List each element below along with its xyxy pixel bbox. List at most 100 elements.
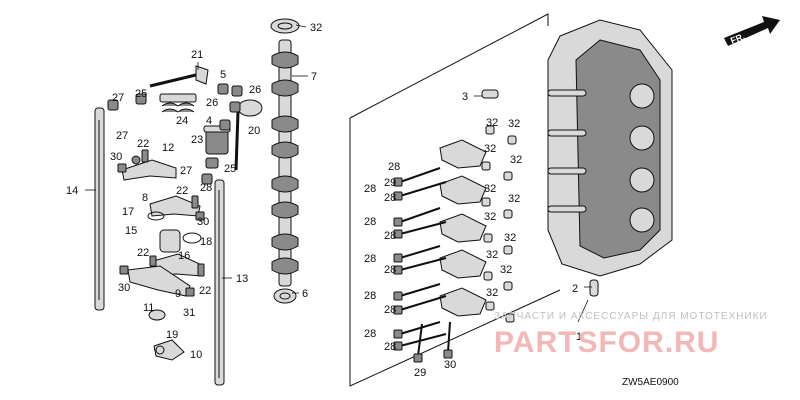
callout-28-b: 28 <box>384 192 396 204</box>
callout-28-c: 28 <box>364 216 376 228</box>
collar-15 <box>159 229 181 253</box>
callout-10: 10 <box>190 349 202 361</box>
dowel-pin-2 <box>589 279 599 297</box>
callout-22-c: 22 <box>137 247 149 259</box>
callout-29-b: 30 <box>444 359 456 371</box>
assembly-outline <box>349 13 561 387</box>
small-bolts <box>117 149 205 297</box>
pushrod-13 <box>214 179 225 386</box>
callout-9: 9 <box>175 288 181 300</box>
callout-14: 14 <box>66 185 78 197</box>
retainers <box>107 83 243 185</box>
callout-3: 3 <box>462 91 468 103</box>
washer-17 <box>147 211 165 221</box>
callout-22-b: 22 <box>176 185 188 197</box>
callout-22-d: 22 <box>199 285 211 297</box>
callout-27-b: 27 <box>116 130 128 142</box>
washer-19 <box>148 309 166 321</box>
watermark-tagline: ЗАПЧАСТИ И АКСЕССУАРЫ ДЛЯ МОТОТЕХНИКИ <box>494 311 768 322</box>
callout-32-b: 32 <box>508 118 520 130</box>
callout-labels: 1 2 3 4 5 6 7 8 9 10 11 12 13 14 15 16 1… <box>66 22 582 379</box>
washer-18 <box>182 232 202 244</box>
callout-32-a: 32 <box>486 117 498 129</box>
callout-32-d: 32 <box>510 154 522 166</box>
callout-28-g: 28 <box>364 290 376 302</box>
watermark-brand: PARTSFOR.RU <box>494 326 719 359</box>
rocker-holder-4 <box>439 249 487 279</box>
callout-22-a: 22 <box>137 138 149 150</box>
callout-11: 11 <box>143 302 154 314</box>
callout-29-a: 29 <box>414 367 426 379</box>
leader-lines <box>85 24 592 323</box>
valve-21 <box>149 65 209 88</box>
callout-28-h: 28 <box>384 304 396 316</box>
callout-23: 23 <box>191 134 203 146</box>
callout-32-h: 32 <box>504 232 516 244</box>
callout-24: 24 <box>176 115 188 127</box>
callout-8: 8 <box>142 192 148 204</box>
callout-30-d: 31 <box>183 307 195 319</box>
callout-27-a: 27 <box>112 92 124 104</box>
bolts-28 <box>393 167 447 351</box>
callout-21: 21 <box>191 49 203 61</box>
callout-1: 1 <box>576 331 582 343</box>
oil-seal-6 <box>273 288 297 304</box>
pushrod-14 <box>94 107 105 311</box>
callout-32-c: 32 <box>484 143 496 155</box>
callout-25-a: 25 <box>135 88 147 100</box>
callout-27-c: 27 <box>180 165 192 177</box>
callout-30-c: 30 <box>118 282 130 294</box>
dowel-pin-3 <box>481 89 499 99</box>
callout-5: 5 <box>220 69 226 81</box>
callout-28-a: 28 <box>388 161 400 173</box>
watermark: ЗАПЧАСТИ И АКСЕССУАРЫ ДЛЯ МОТОТЕХНИКИ PA… <box>494 311 768 359</box>
callout-28-d: 28 <box>384 230 396 242</box>
callout-27-d: 28 <box>200 182 212 194</box>
dowels-32 <box>481 125 517 323</box>
callout-17: 17 <box>122 206 134 218</box>
callout-28-f: 28 <box>384 264 396 276</box>
callout-30-a: 30 <box>110 151 122 163</box>
rocker-arm-12 <box>121 155 177 181</box>
callout-28-e: 28 <box>364 253 376 265</box>
callout-31: 32 <box>310 22 322 34</box>
callout-28-j: 28 <box>384 341 396 353</box>
rocker-holder-1 <box>439 139 487 169</box>
rocker-holder-5 <box>439 287 487 317</box>
callout-32-i: 32 <box>486 249 498 261</box>
rocker-holder-3 <box>439 213 487 243</box>
callout-30-b: 30 <box>197 216 209 228</box>
callout-6: 6 <box>302 288 308 300</box>
oil-seal-31 <box>270 18 300 34</box>
callout-19: 19 <box>166 329 178 341</box>
valve-20 <box>234 99 263 171</box>
diagram-code: ZW5AE0900 <box>622 377 679 388</box>
callout-32-f: 32 <box>508 193 520 205</box>
camshaft-7 <box>271 39 299 287</box>
callout-4: 4 <box>206 115 212 127</box>
cylinder-head-1 <box>547 19 673 277</box>
callout-20: 20 <box>248 125 260 137</box>
callout-15: 15 <box>125 225 137 237</box>
callout-32-e: 32 <box>484 183 496 195</box>
callout-28-i: 28 <box>364 328 376 340</box>
callout-7: 7 <box>311 71 317 83</box>
callout-16: 16 <box>178 250 190 262</box>
callout-32-k: 32 <box>486 287 498 299</box>
callout-2: 2 <box>572 283 578 295</box>
adjuster-10 <box>153 339 185 361</box>
callout-28-k: 28 <box>364 183 376 195</box>
front-direction-arrow: FR. <box>724 16 780 46</box>
bolts-29 <box>413 321 453 363</box>
spring-24 <box>159 93 197 113</box>
callout-12: 12 <box>162 142 174 154</box>
callout-13: 13 <box>236 273 248 285</box>
callout-28-l: 29 <box>384 177 396 189</box>
callout-25-b: 25 <box>224 163 236 175</box>
callout-18: 18 <box>200 236 212 248</box>
callout-26-a: 26 <box>249 84 261 96</box>
rocker-holder-2 <box>439 175 487 205</box>
callout-32-g: 32 <box>484 211 496 223</box>
